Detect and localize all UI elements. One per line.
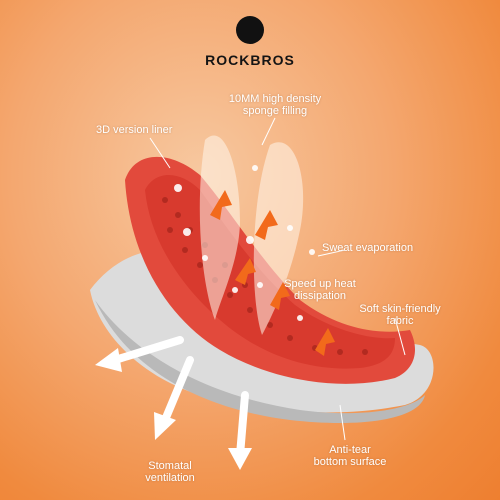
ventilation-arrowheads	[95, 348, 252, 470]
heat-arrows	[210, 190, 335, 356]
vent-arrow-bottom	[236, 391, 249, 459]
label-sponge-line2: sponge filling	[242, 105, 308, 117]
label-antitear: Anti-tear bottom surface	[290, 444, 410, 468]
label-liner: 3D version liner	[96, 124, 173, 136]
bottom-layer-shadow	[95, 300, 425, 423]
label-sponge-line1: 10MM high density	[228, 93, 322, 105]
arrow-up-4	[270, 282, 290, 310]
vent-arrow-left	[111, 336, 184, 364]
label-heat: Speed up heat dissipation	[270, 278, 370, 302]
arrow-up-1	[210, 190, 232, 220]
sponge-shape-right	[253, 142, 304, 335]
arrow-up-5	[315, 328, 335, 356]
vent-arrow-down	[161, 356, 194, 424]
label-stomatal: Stomatal ventilation	[120, 460, 220, 484]
label-antitear-line2: bottom surface	[313, 456, 387, 468]
brand-name: ROCKBROS	[205, 52, 295, 68]
leader-lines	[149, 117, 406, 441]
label-sponge: 10MM high density sponge filling	[205, 93, 345, 117]
label-heat-line1: Speed up heat	[284, 278, 356, 290]
label-heat-line2: dissipation	[294, 290, 346, 302]
arrow-up-2	[255, 210, 278, 240]
label-sweat: Sweat evaporation	[322, 242, 414, 254]
label-antitear-line1: Anti-tear	[329, 444, 371, 456]
label-soft-line1: Soft skin-friendly	[359, 303, 441, 315]
label-stomatal-line1: Stomatal	[148, 460, 192, 472]
sweat-droplets	[174, 165, 315, 321]
arrow-up-3	[235, 258, 256, 285]
label-soft-line2: fabric	[386, 315, 414, 327]
label-stomatal-line2: ventilation	[145, 472, 195, 484]
sponge-shape-left	[199, 135, 240, 320]
label-soft: Soft skin-friendly fabric	[340, 303, 460, 327]
rockbros-logo-icon	[236, 16, 264, 44]
ventilation-arrows	[111, 336, 249, 459]
